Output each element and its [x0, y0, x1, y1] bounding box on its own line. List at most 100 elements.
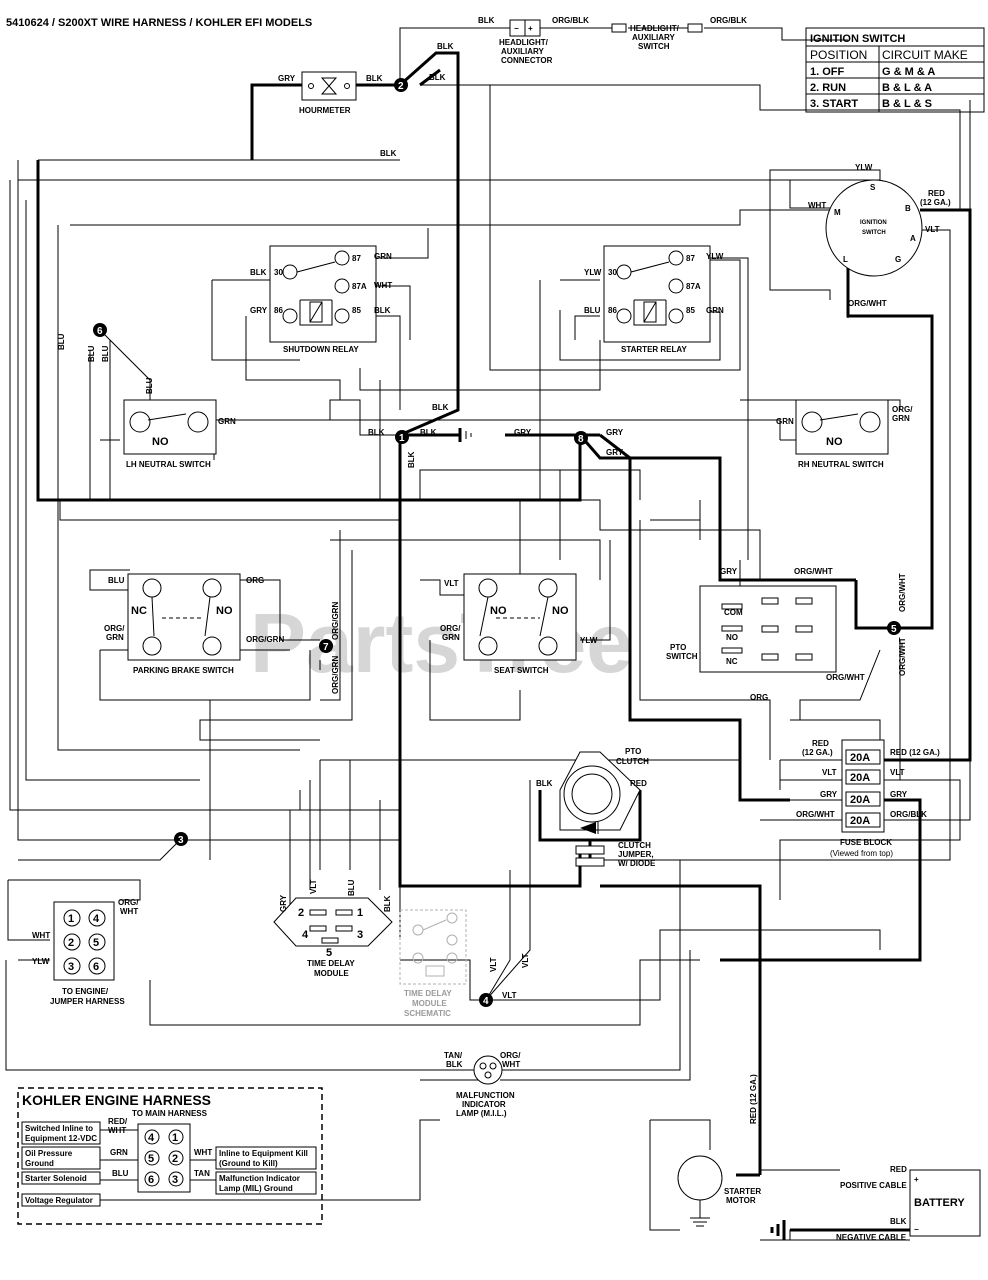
pto-clutch: PTO CLUTCH CLUTCH JUMPER, W/ DIODE	[559, 747, 656, 868]
wire-label: BLK	[380, 149, 397, 158]
starter-motor-label: STARTER	[724, 1187, 761, 1196]
wire-label: ORG/GRN	[331, 602, 340, 640]
terminal-86: 86	[608, 306, 617, 315]
wire-label: BLK	[890, 1217, 907, 1226]
kohler-pin: 2	[172, 1153, 178, 1165]
hourmeter: HOURMETER	[299, 71, 357, 115]
fuse-block-label: FUSE BLOCK	[840, 838, 892, 847]
pto-switch-label: PTO	[670, 643, 686, 652]
svg-text:+: +	[914, 1175, 919, 1184]
clutch-jumper-label: W/ DIODE	[618, 859, 656, 868]
wire-label: RED	[890, 1165, 907, 1174]
jumper-pin: 1	[68, 913, 74, 925]
wire-label: WHT	[808, 201, 826, 210]
starter-motor-label: MOTOR	[726, 1196, 756, 1205]
wire-label: VLT	[444, 579, 459, 588]
rh-neutral-switch: NO RH NEUTRAL SWITCH	[795, 399, 889, 469]
wire-label: GRY	[250, 306, 268, 315]
td-terminal: 3	[357, 929, 363, 941]
wire-label: BLU	[108, 576, 125, 585]
ignition-table-title: IGNITION SWITCH	[810, 33, 905, 45]
wire-label: GRN	[442, 633, 460, 642]
engine-jumper-connector: 1 4 2 5 3 6 TO ENGINE/ JUMPER HARNESS	[50, 901, 125, 1006]
wire-label: GRY	[606, 428, 624, 437]
connector-label: HEADLIGHT/	[499, 38, 549, 47]
ignition-switch-label: IGNITION	[860, 220, 887, 226]
kohler-pin: 3	[172, 1174, 178, 1186]
terminal-l: L	[843, 255, 848, 264]
lh-neutral-label: LH NEUTRAL SWITCH	[126, 460, 211, 469]
terminal-g: G	[895, 255, 901, 264]
wire-label: RED/	[108, 1117, 128, 1126]
wire-label: GRY	[720, 567, 738, 576]
kohler-right-label: Inline to Equipment Kill	[219, 1149, 308, 1158]
td-schematic-label: SCHEMATIC	[404, 1009, 451, 1018]
parking-brake-switch: NC NO PARKING BRAKE SWITCH	[127, 573, 241, 675]
nc-label: NC	[726, 657, 738, 666]
hourmeter-label: HOURMETER	[299, 106, 351, 115]
connector-label: CONNECTOR	[501, 56, 553, 65]
splice-2: 2	[398, 81, 404, 92]
kohler-left-label: Switched Inline to	[25, 1124, 93, 1133]
table-cell: B & L & A	[882, 82, 932, 94]
no-label: NO	[216, 605, 233, 617]
td-terminal: 4	[302, 929, 309, 941]
wire-label: ORG/	[500, 1051, 521, 1060]
wire-label: BLK	[536, 779, 553, 788]
table-cell: 1. OFF	[810, 66, 845, 78]
ignition-switch-table: IGNITION SWITCH POSITION CIRCUIT MAKE 1.…	[805, 27, 985, 113]
headlight-switch: HEADLIGHT/ AUXILIARY SWITCH	[611, 23, 703, 51]
wire-label: VLT	[521, 953, 530, 968]
wire-label: BLU	[145, 377, 154, 394]
terminal-a: A	[910, 234, 916, 243]
wire-label: BLK	[374, 306, 391, 315]
terminal-87a: 87A	[686, 282, 701, 291]
ignition-switch-label: SWITCH	[862, 230, 886, 236]
wire-label: ORG	[246, 576, 264, 585]
kohler-pin: 5	[148, 1153, 154, 1165]
table-cell: B & L & S	[882, 98, 932, 110]
terminal-87: 87	[352, 254, 361, 263]
splices: 1 2 3 4 5 6 7 8	[93, 78, 901, 1007]
wire-labels: BLK ORG/BLK ORG/BLK BLK BLK GRY BLK BLK …	[32, 16, 951, 1226]
kohler-pin: 6	[148, 1174, 154, 1186]
starter-relay-label: STARTER RELAY	[621, 345, 687, 354]
mil-label: INDICATOR	[462, 1100, 506, 1109]
wire-label: ORG/WHT	[794, 567, 833, 576]
terminal-m: M	[834, 208, 841, 217]
wire-label: YLW	[855, 163, 873, 172]
kohler-left-label: Oil Pressure	[25, 1149, 73, 1158]
fuse-label: 20A	[850, 794, 870, 806]
wire-label: ORG/WHT	[796, 810, 835, 819]
starter-motor: STARTER MOTOR	[677, 1155, 761, 1227]
wire-label: GRY	[279, 894, 288, 912]
wire-label: ORG/GRN	[246, 635, 284, 644]
wire-label: BLK	[446, 1060, 463, 1069]
kohler-right-label: (Ground to Kill)	[219, 1159, 278, 1168]
wire-label: BLU	[87, 345, 96, 362]
table-cell: G & M & A	[882, 66, 935, 78]
splice-6: 6	[97, 326, 103, 337]
splice-4: 4	[483, 996, 489, 1007]
pto-switch: COM NO NC PTO SWITCH	[666, 585, 837, 673]
wire-label: BLU	[584, 306, 601, 315]
wire-label: RED	[928, 189, 945, 198]
wire-label: GRN	[776, 417, 794, 426]
wire-label: ORG/	[892, 405, 913, 414]
seat-switch-label: SEAT SWITCH	[494, 666, 549, 675]
mil-label: MALFUNCTION	[456, 1091, 515, 1100]
terminal-30: 30	[608, 268, 617, 277]
wire-label: GRY	[890, 790, 908, 799]
battery: + − BATTERY POSITIVE CABLE NEGATIVE CABL…	[770, 1169, 981, 1242]
clutch-jumper-label: JUMPER,	[618, 850, 654, 859]
kohler-left-label: Voltage Regulator	[25, 1196, 93, 1205]
no-label: NO	[152, 436, 169, 448]
jumper-pin: 6	[93, 961, 99, 973]
time-delay-schematic: TIME DELAY MODULE SCHEMATIC	[399, 909, 467, 1018]
no-label: NO	[726, 633, 738, 642]
kohler-title: KOHLER ENGINE HARNESS	[22, 1092, 211, 1108]
kohler-subtitle: TO MAIN HARNESS	[132, 1109, 208, 1118]
jumper-pin: 2	[68, 937, 74, 949]
wire-label: BLK	[437, 42, 454, 51]
fuse-block-sublabel: (Viewed from top)	[830, 849, 893, 858]
